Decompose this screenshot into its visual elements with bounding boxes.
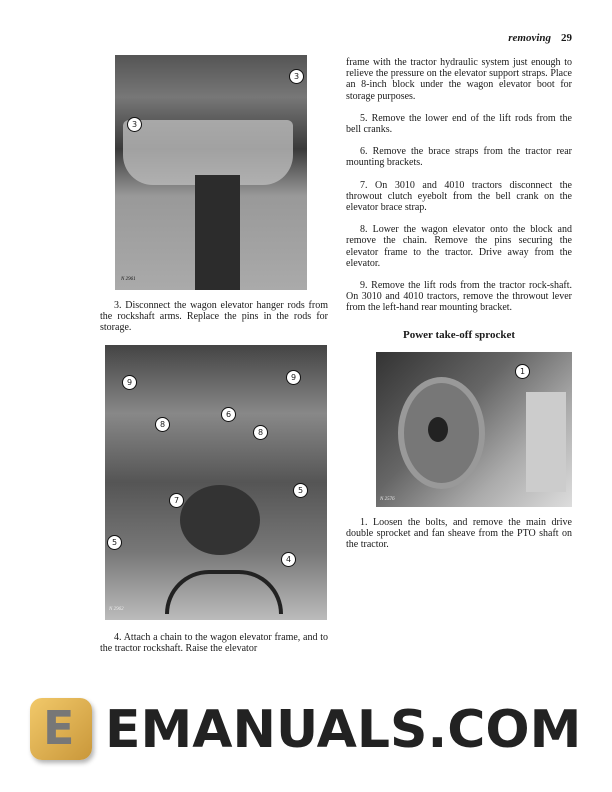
photo-pto-sprocket: 1 N 2576 (376, 351, 572, 507)
callout-7: 7 (169, 492, 184, 508)
callout-3: 3 (127, 117, 142, 132)
callout-5: 5 (107, 534, 122, 550)
step-7-text: 7. On 3010 and 4010 tractors disconnect … (346, 179, 572, 214)
figure-id: N 2961 (121, 277, 136, 282)
step-4-text: 4. Attach a chain to the wagon elevator … (100, 631, 328, 654)
section-title: removing (508, 32, 551, 44)
callout-1: 1 (515, 363, 530, 379)
callout-8: 8 (155, 416, 170, 432)
page-header: removing 29 (508, 32, 572, 44)
step-8-text: 8. Lower the wagon elevator onto the blo… (346, 224, 572, 269)
figure-id: N 2962 (109, 606, 124, 612)
callout-3: 3 (289, 69, 304, 84)
callout-8: 8 (253, 424, 268, 440)
step-5-text: 5. Remove the lower end of the lift rods… (346, 112, 572, 136)
logo-letter: E (43, 701, 75, 755)
callout-9: 9 (122, 374, 137, 390)
watermark-text: EMANUALS.COM (105, 700, 582, 760)
step-3-text: 3. Disconnect the wagon elevator hanger … (100, 300, 328, 334)
callout-5: 5 (293, 482, 308, 498)
pto-step-1-text: 1. Loosen the bolts, and remove the main… (346, 516, 572, 551)
continuation-text: frame with the tractor hydraulic system … (346, 57, 572, 102)
callout-9: 9 (286, 369, 301, 385)
callout-4: 4 (281, 551, 296, 567)
step-9-text: 9. Remove the lift rods from the tractor… (346, 280, 572, 314)
figure-id: N 2576 (380, 496, 395, 502)
step-6-text: 6. Remove the brace straps from the trac… (346, 146, 572, 169)
section-heading: Power take-off sprocket (402, 328, 515, 341)
photo-elevator-hangers: 3 3 N 2961 (115, 55, 307, 290)
right-column: frame with the tractor hydraulic system … (346, 57, 572, 561)
photo-rockshaft-chain: 9 9 8 8 6 7 5 5 4 N 2962 (105, 344, 327, 620)
left-column: 3 3 N 2961 3. Disconnect the wagon eleva… (100, 55, 328, 665)
callout-6: 6 (221, 406, 236, 422)
page-number: 29 (561, 32, 572, 44)
watermark-logo: E (30, 698, 92, 760)
